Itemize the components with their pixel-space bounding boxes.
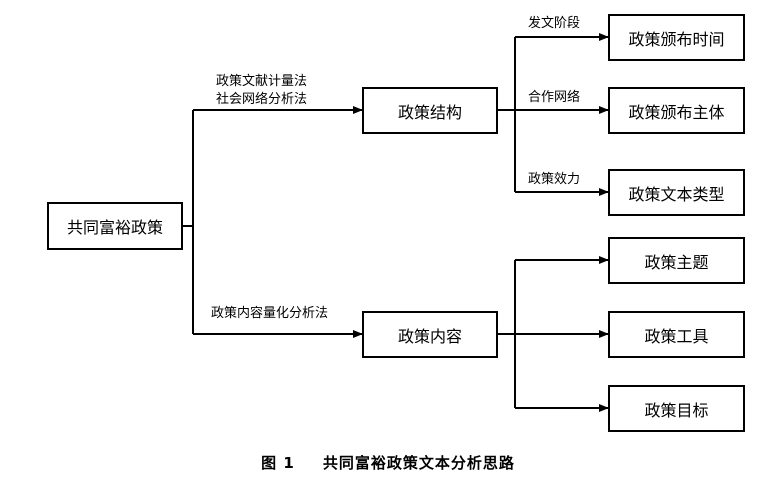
node-goal: 政策目标: [608, 385, 745, 432]
node-type: 政策文本类型: [608, 169, 745, 216]
figure-title: 共同富裕政策文本分析思路: [322, 454, 515, 472]
node-content-label: 政策内容: [397, 326, 462, 346]
edge-label-network: 合作网络: [528, 90, 581, 105]
edge-label-method2: 社会网络分析法: [216, 92, 308, 107]
node-subject-label: 政策颁布主体: [628, 102, 725, 122]
node-tools-label: 政策工具: [644, 326, 709, 346]
node-time: 政策颁布时间: [608, 14, 745, 61]
node-subject: 政策颁布主体: [608, 87, 745, 134]
edge-label-method3: 政策内容量化分析法: [211, 306, 329, 321]
node-tools: 政策工具: [608, 311, 745, 358]
figure-number: 图 1: [261, 454, 295, 472]
node-structure: 政策结构: [362, 87, 498, 134]
node-theme: 政策主题: [608, 237, 745, 284]
edge-label-stage: 发文阶段: [528, 16, 581, 31]
node-theme-label: 政策主题: [644, 252, 709, 272]
edge-label-method1: 政策文献计量法: [216, 74, 308, 89]
node-time-label: 政策颁布时间: [628, 29, 725, 49]
edge-label-effect: 政策效力: [528, 172, 581, 187]
node-goal-label: 政策目标: [644, 400, 709, 420]
figure-caption: 图 1 共同富裕政策文本分析思路: [0, 452, 776, 473]
node-root-label: 共同富裕政策: [66, 218, 163, 237]
node-root: 共同富裕政策: [47, 202, 183, 250]
node-type-label: 政策文本类型: [628, 184, 725, 204]
node-content: 政策内容: [362, 311, 498, 358]
node-structure-label: 政策结构: [397, 102, 462, 122]
